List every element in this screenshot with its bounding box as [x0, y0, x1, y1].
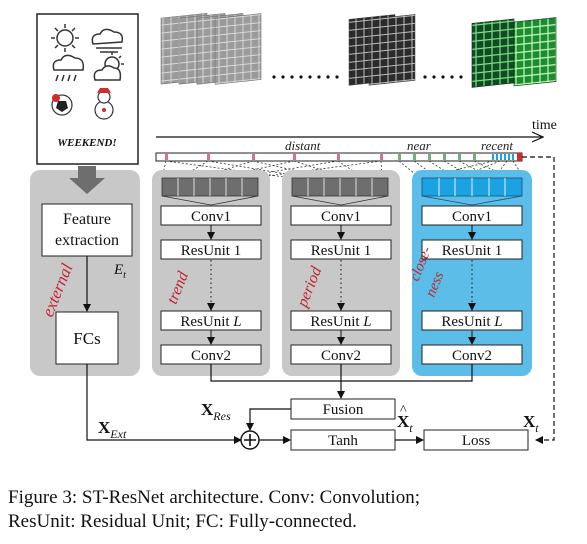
caption-line-1: Figure 3: ST-ResNet architecture. Conv: … [8, 487, 420, 508]
period-panel: Conv1 ResUnit 1 ResUnit L Conv2 period [282, 170, 400, 376]
rain-icon [52, 54, 85, 82]
gray-frames [160, 12, 262, 85]
gap-dots-2 [423, 75, 463, 79]
wind-icon [91, 28, 124, 53]
time-label: time [532, 118, 557, 133]
sports-icon [51, 94, 73, 116]
plus-operator [240, 430, 260, 450]
period-conv2: Conv2 [321, 348, 361, 364]
loss-box [423, 429, 529, 451]
trend-resunitL: ResUnit L [180, 314, 241, 330]
fc-label: FCs [73, 329, 100, 348]
down-arrow-big [69, 166, 105, 194]
timeline-near: near [407, 138, 432, 153]
fc-box [55, 311, 119, 365]
feature-extraction-box [41, 203, 133, 257]
trend-resunit1: ResUnit 1 [181, 243, 241, 259]
x-hat-label: Xt [397, 412, 413, 435]
closeness-conv1: Conv1 [452, 209, 492, 225]
x-res-label: XRes [201, 400, 231, 423]
period-resunit1: ResUnit 1 [311, 243, 371, 259]
timeline-distant: distant [285, 138, 321, 153]
closeness-resunitL: ResUnit L [441, 314, 502, 330]
period-resunitL: ResUnit L [310, 314, 371, 330]
gap-dots-1 [272, 75, 339, 79]
ground-truth-path [522, 156, 555, 444]
closeness-panel: Conv1 ResUnit 1 ResUnit L Conv2 close- n… [407, 170, 532, 376]
dark-frames [348, 14, 416, 86]
caption-line-2: ResUnit: Residual Unit; FC: Fully-connec… [8, 511, 357, 532]
tanh-label: Tanh [328, 433, 358, 449]
fc-to-plus [86, 364, 242, 444]
closeness-conv2: Conv2 [452, 348, 492, 364]
green-frames [471, 17, 557, 88]
feature-symbol: Et [113, 262, 126, 281]
x-ext-label: XExt [98, 418, 127, 441]
fusion-to-plus [246, 408, 291, 431]
period-conv1: Conv1 [321, 209, 361, 225]
architecture-diagram: WEEKEND! time distant near recent [30, 12, 557, 451]
external-factors-panel: WEEKEND! [36, 13, 139, 165]
trend-conv1: Conv1 [191, 209, 231, 225]
timeline-recent: recent [481, 138, 513, 153]
trend-panel: Conv1 ResUnit 1 ResUnit L Conv2 trend [152, 170, 270, 376]
holiday-icon [94, 88, 114, 120]
fusion-label: Fusion [323, 402, 364, 418]
feature-extraction-line2: extraction [55, 232, 119, 249]
x-t-label: Xt [523, 412, 539, 435]
sun-icon [51, 24, 79, 52]
timeline-bar [155, 152, 523, 162]
figure-caption: Figure 3: ST-ResNet architecture. Conv: … [8, 486, 578, 534]
weekend-label: WEEKEND! [57, 137, 116, 149]
closeness-resunit1: ResUnit 1 [442, 243, 502, 259]
partly-cloudy-icon [93, 52, 124, 81]
trend-conv2: Conv2 [191, 348, 231, 364]
loss-label: Loss [462, 433, 491, 449]
feature-extraction-line1: Feature [63, 211, 111, 228]
x-hat-accent: ^ [400, 403, 407, 418]
